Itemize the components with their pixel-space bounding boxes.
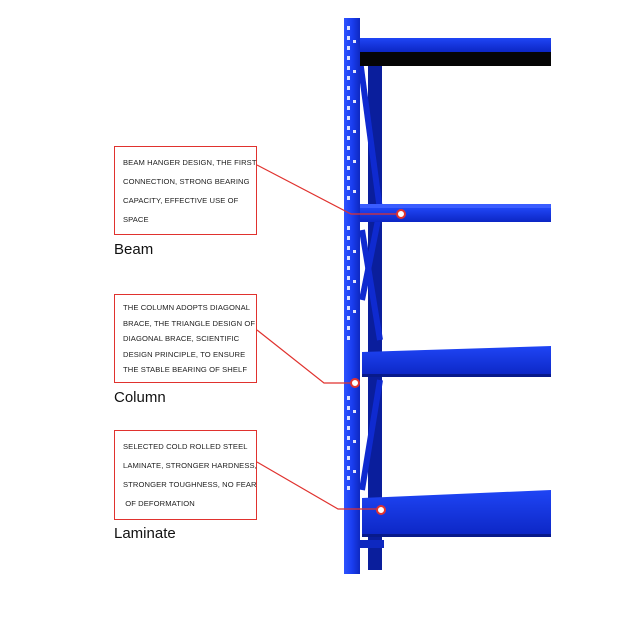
callout-line: DESIGN PRINCIPLE, TO ENSURE	[123, 349, 246, 359]
upright-holes	[347, 26, 356, 490]
callout-line: CONNECTION, STRONG BEARING	[123, 177, 250, 186]
column-label: Column	[114, 389, 166, 406]
upright-foot	[360, 540, 384, 548]
top-shelf-shadow	[360, 52, 551, 66]
middle-shelf	[362, 346, 551, 376]
callout-line: STRONGER TOUGHNESS, NO FEAR	[123, 480, 257, 489]
laminate-marker	[376, 505, 386, 515]
callout-line: CAPACITY, EFFECTIVE USE OF	[123, 196, 239, 205]
column-marker	[350, 378, 360, 388]
callout-line: SPACE	[123, 215, 149, 224]
front-upright	[344, 18, 360, 574]
callout-line: SELECTED COLD ROLLED STEEL	[123, 442, 248, 451]
diagonal-braces	[357, 59, 383, 491]
column-callout-box: THE COLUMN ADOPTS DIAGONAL BRACE, THE TR…	[114, 294, 257, 383]
laminate-label: Laminate	[114, 525, 176, 542]
callout-line: THE COLUMN ADOPTS DIAGONAL	[123, 303, 251, 312]
callout-line: LAMINATE, STRONGER HARDNESS,	[123, 461, 257, 470]
callout-line: OF DEFORMATION	[123, 499, 195, 508]
beam-label: Beam	[114, 241, 154, 258]
marker-dots	[350, 209, 406, 515]
callout-line: DIAGONAL BRACE, SCIENTIFIC	[123, 334, 240, 343]
beam-callout-box: BEAM HANGER DESIGN, THE FIRST CONNECTION…	[114, 146, 257, 235]
callout-line: BEAM HANGER DESIGN, THE FIRST	[123, 158, 257, 167]
callout-line: BRACE, THE TRIANGLE DESIGN OF	[123, 318, 256, 328]
beam-marker	[396, 209, 406, 219]
leader-lines	[256, 164, 400, 510]
laminate-callout-box: SELECTED COLD ROLLED STEEL LAMINATE, STR…	[114, 430, 257, 520]
beam-shelf	[360, 208, 551, 222]
callout-line: THE STABLE BEARING OF SHELF	[123, 365, 248, 374]
laminate-shelf	[362, 490, 551, 536]
top-shelf-beam	[360, 38, 551, 52]
